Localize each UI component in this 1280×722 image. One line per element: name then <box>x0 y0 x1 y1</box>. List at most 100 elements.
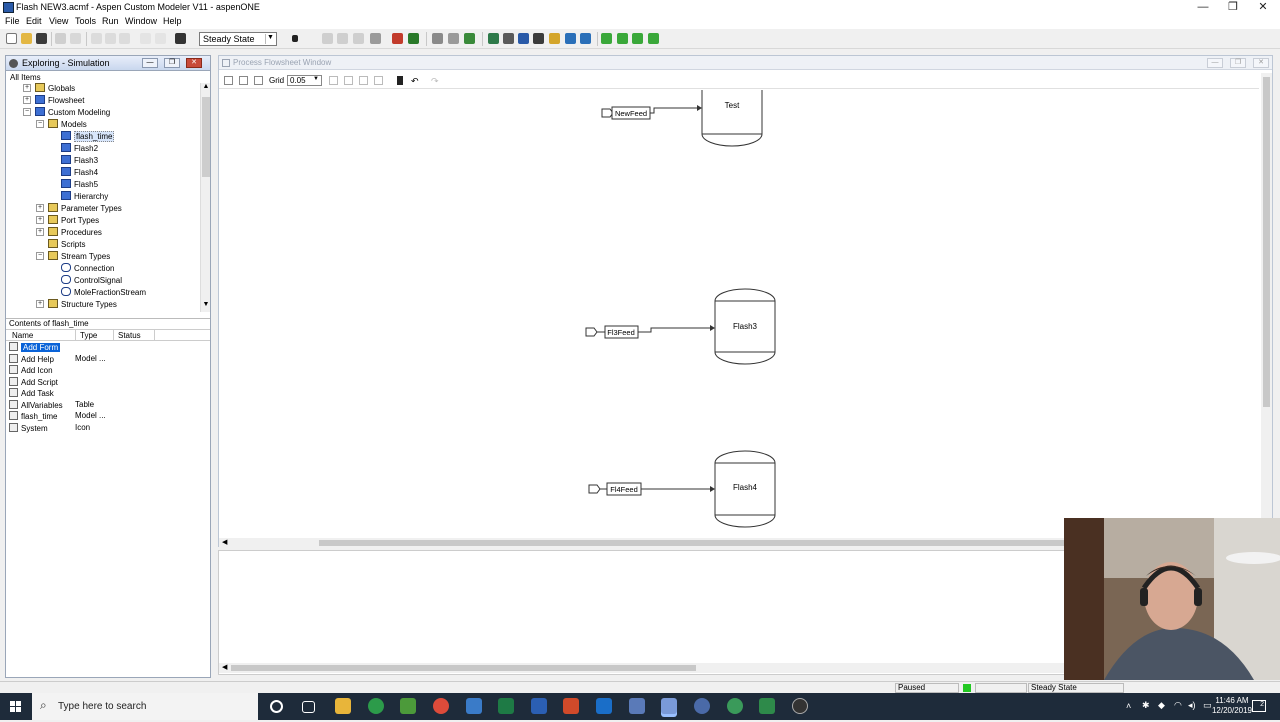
block-test[interactable]: Test <box>701 90 763 147</box>
stream-fl4feed[interactable]: Fl4Feed <box>588 482 715 496</box>
notification-center-icon[interactable]: 2 <box>1252 700 1266 712</box>
tray-app-icon[interactable]: ✱ <box>1142 700 1150 710</box>
flowsheet-undo-icon[interactable]: ↶ <box>411 76 419 86</box>
menu-edit[interactable]: Edit <box>26 16 42 26</box>
tree-node[interactable]: +Procedures <box>36 227 102 239</box>
flowsheet-minimize-button[interactable]: — <box>1207 58 1223 68</box>
tree-node[interactable]: +Globals <box>23 83 75 95</box>
rotate-right-icon[interactable] <box>344 76 353 85</box>
rotate-left-icon[interactable] <box>329 76 338 85</box>
tree-node[interactable]: +Flowsheet <box>23 95 84 107</box>
wifi-icon[interactable]: ◠ <box>1174 700 1182 710</box>
lower-horizontal-scrollbar[interactable]: ◀ <box>219 663 1272 673</box>
tree-node[interactable]: Flash2 <box>61 143 98 155</box>
word-icon[interactable] <box>531 698 547 714</box>
keyboard-icon[interactable]: ▭ <box>1203 700 1212 710</box>
expand-icon[interactable]: + <box>36 216 44 224</box>
undo-icon[interactable] <box>140 33 151 44</box>
column-name[interactable]: Name <box>12 331 34 340</box>
flowsheet-maximize-button[interactable]: ❐ <box>1230 58 1246 68</box>
maximize-button[interactable]: ❐ <box>1228 1 1238 13</box>
tree-node[interactable]: +Port Types <box>36 215 99 227</box>
scroll-up-icon[interactable]: ▲ <box>202 83 210 90</box>
print-preview-icon[interactable] <box>70 33 81 44</box>
explorer-maximize-button[interactable]: ❐ <box>164 58 180 68</box>
explorer-minimize-button[interactable]: — <box>142 58 158 68</box>
print-icon[interactable] <box>55 33 66 44</box>
list-item[interactable]: Add Task <box>9 388 54 399</box>
minimize-button[interactable]: — <box>1197 1 1209 13</box>
tree-node[interactable]: −Custom Modeling <box>23 107 110 119</box>
flowsheet-canvas[interactable]: Test NewFeed Flash3 Fl3Feed <box>219 90 1259 538</box>
estimation-icon[interactable] <box>601 33 612 44</box>
tree-node[interactable]: −Stream Types <box>36 251 110 263</box>
aspen-plus-icon[interactable] <box>694 698 710 714</box>
explorer-icon[interactable] <box>503 33 514 44</box>
scroll-thumb[interactable] <box>202 97 210 177</box>
close-button[interactable]: ✕ <box>1258 1 1268 13</box>
save-icon[interactable] <box>36 33 47 44</box>
excel-icon[interactable] <box>498 698 514 714</box>
expand-icon[interactable]: + <box>36 300 44 308</box>
file-explorer-icon[interactable] <box>335 698 351 714</box>
block-flash3[interactable]: Flash3 <box>714 288 776 365</box>
aspen-app-icon[interactable] <box>629 698 645 714</box>
snapshot-icon[interactable] <box>448 33 459 44</box>
flowsheet-vertical-scrollbar[interactable] <box>1261 73 1272 543</box>
task-icon[interactable] <box>533 33 544 44</box>
collapse-icon[interactable]: − <box>23 108 31 116</box>
flip-horizontal-icon[interactable] <box>359 76 368 85</box>
run-mode-select[interactable]: Steady State ▼ <box>199 32 277 46</box>
connect-icon[interactable] <box>432 33 443 44</box>
collapse-icon[interactable]: − <box>36 120 44 128</box>
optimization-icon[interactable] <box>617 33 628 44</box>
flowsheet-redo-icon[interactable]: ↷ <box>431 76 439 86</box>
tree-node[interactable]: Flash4 <box>61 167 98 179</box>
powerpoint-icon[interactable] <box>563 698 579 714</box>
flowsheet-close-button[interactable]: ✕ <box>1253 58 1269 68</box>
chrome-icon[interactable] <box>368 698 384 714</box>
homotopy-icon[interactable] <box>632 33 643 44</box>
tree-node[interactable]: Flash5 <box>61 179 98 191</box>
aspen-custom-modeler-icon[interactable] <box>661 698 677 714</box>
stream-newfeed[interactable]: NewFeed <box>601 105 702 120</box>
copy-icon[interactable] <box>105 33 116 44</box>
variable-find-icon[interactable] <box>518 33 529 44</box>
tree-node[interactable]: Flash3 <box>61 155 98 167</box>
collapse-icon[interactable]: − <box>36 252 44 260</box>
scroll-thumb[interactable] <box>319 540 1079 546</box>
check-icon[interactable] <box>408 33 419 44</box>
taskbar-clock[interactable]: 11:46 AM 12/20/2019 <box>1211 696 1252 715</box>
plot-icon[interactable] <box>549 33 560 44</box>
stop-icon[interactable] <box>370 33 381 44</box>
grid-snap-icon[interactable] <box>239 76 248 85</box>
tray-app-icon[interactable]: ◆ <box>1158 700 1165 710</box>
outlook-icon[interactable] <box>596 698 612 714</box>
google-chrome-icon[interactable] <box>433 698 449 714</box>
expand-icon[interactable]: + <box>23 84 31 92</box>
new-file-icon[interactable] <box>6 33 17 44</box>
block-flash4[interactable]: Flash4 <box>714 450 776 528</box>
app-icon[interactable] <box>727 698 743 714</box>
open-folder-icon[interactable] <box>21 33 32 44</box>
task-view-icon[interactable] <box>302 701 315 713</box>
align-icon[interactable] <box>224 76 233 85</box>
tree-node[interactable]: −Models <box>36 119 87 131</box>
snapshots-manage-icon[interactable] <box>648 33 659 44</box>
tree-node[interactable]: +Parameter Types <box>36 203 122 215</box>
scroll-down-icon[interactable]: ▼ <box>202 301 210 308</box>
flowsheet-view-icon[interactable] <box>488 33 499 44</box>
tools-icon[interactable] <box>464 33 475 44</box>
menu-view[interactable]: View <box>49 16 69 26</box>
flip-vertical-icon[interactable] <box>374 76 383 85</box>
column-status[interactable]: Status <box>118 331 141 340</box>
tree-node[interactable]: Scripts <box>48 239 85 251</box>
tree-scrollbar[interactable]: ▲ ▼ <box>200 83 210 312</box>
app-icon[interactable] <box>400 698 416 714</box>
explorer-close-button[interactable]: ✕ <box>186 58 202 68</box>
grid-size-select[interactable]: 0.05 ▼ <box>287 75 322 86</box>
cortana-icon[interactable] <box>270 700 283 713</box>
expand-icon[interactable]: + <box>36 228 44 236</box>
